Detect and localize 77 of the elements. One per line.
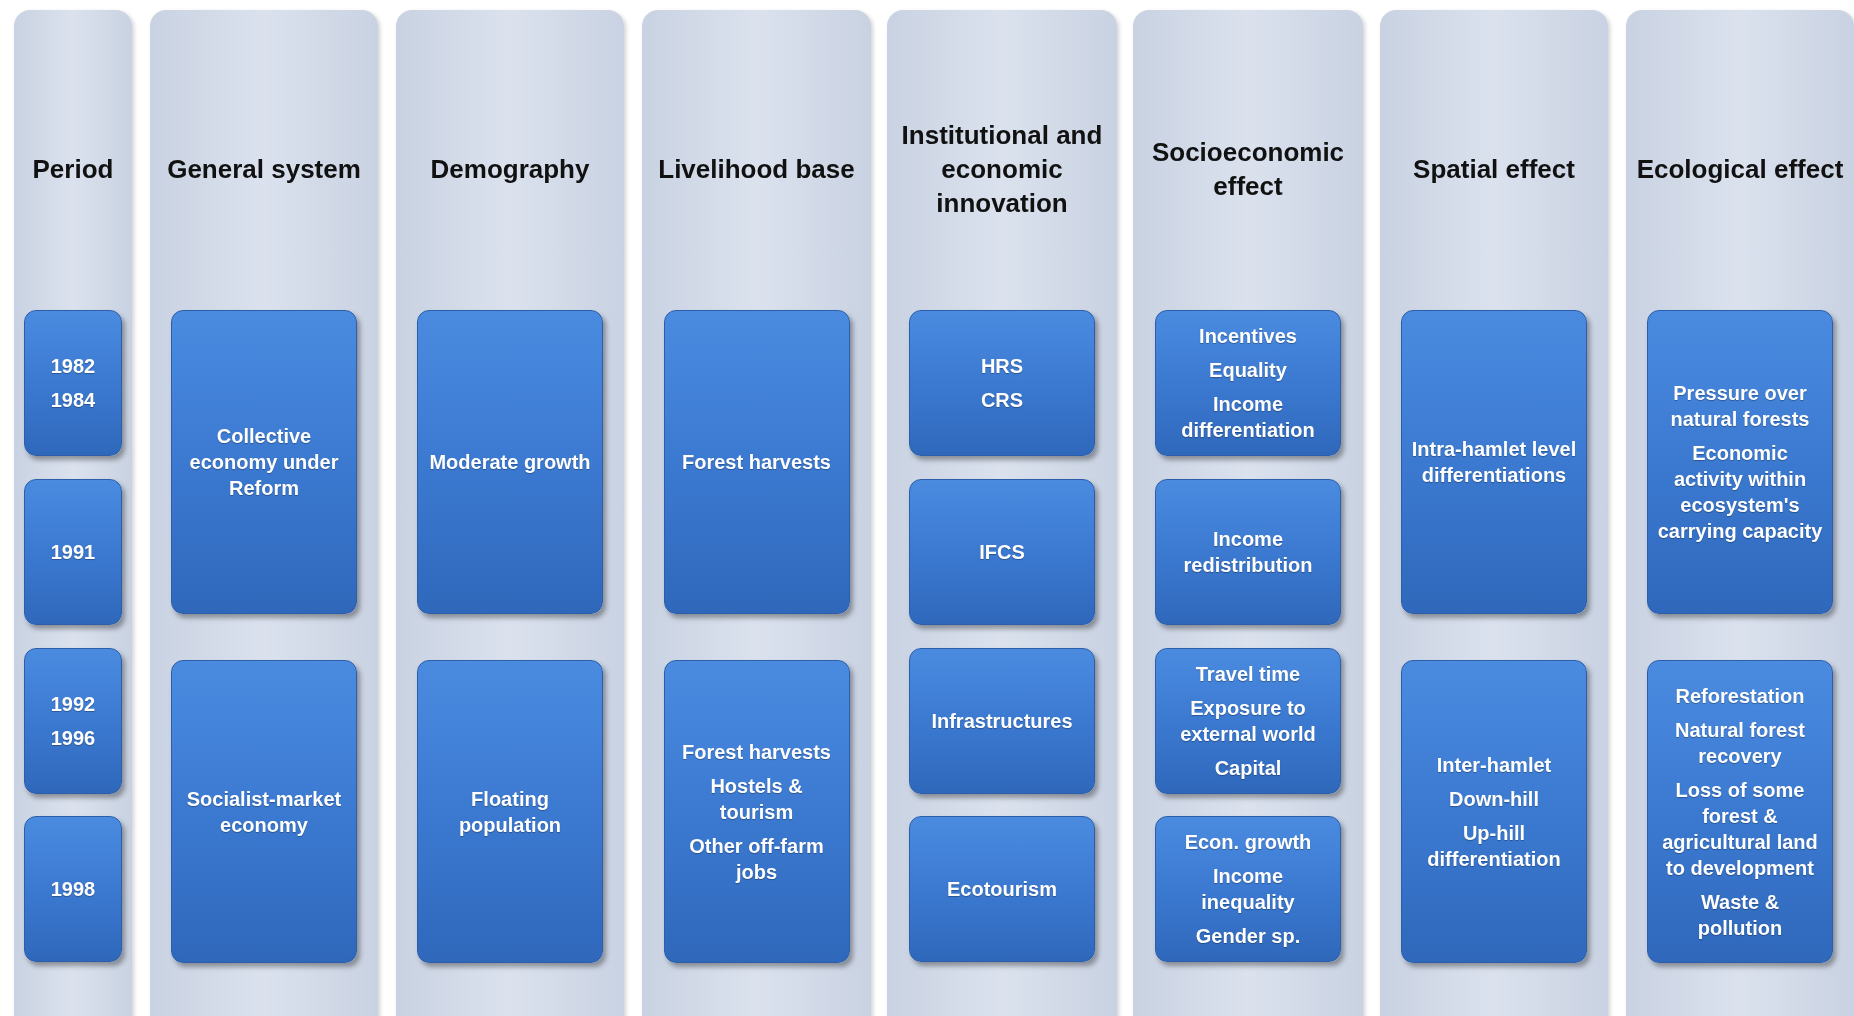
box-text: Down-hill	[1449, 786, 1539, 812]
box-text: Gender sp.	[1195, 924, 1301, 949]
box-text: Equality	[1209, 358, 1287, 383]
rounded-box	[909, 310, 1095, 456]
column-heading: Spatial effect	[1412, 153, 1576, 187]
rounded-box	[24, 479, 122, 625]
rounded-box	[1647, 310, 1833, 614]
box-text: Travel time	[1195, 662, 1301, 687]
column-band	[1133, 10, 1363, 1016]
box-text: Intra-hamlet level differentiations	[1410, 437, 1578, 488]
rounded-box	[909, 648, 1095, 794]
box-text: Incentives	[1199, 324, 1297, 349]
column-band	[887, 10, 1117, 1016]
box-text: CRS	[980, 388, 1024, 413]
box-text: Other off-farm jobs	[688, 833, 825, 885]
box-text: Forest harvests	[682, 739, 831, 765]
box-text: Waste & pollution	[1696, 889, 1784, 941]
rounded-box	[417, 310, 603, 614]
box-text: Income differentiation	[1180, 392, 1316, 443]
column-heading: Livelihood base	[657, 153, 856, 187]
box-text: IFCS	[979, 540, 1025, 565]
box-text: Loss of some forest & agricultural land to development	[1661, 777, 1819, 881]
box-text: 1992	[50, 692, 96, 717]
box-text: HRS	[980, 354, 1024, 379]
column-heading: General system	[166, 153, 362, 187]
rounded-box	[1155, 648, 1341, 794]
rounded-box	[1401, 310, 1587, 614]
rounded-box	[1155, 816, 1341, 962]
box-text: Pressure over natural forests	[1669, 381, 1811, 432]
box-text: Ecotourism	[947, 877, 1057, 902]
rounded-box	[663, 310, 850, 614]
box-text: Hostels & tourism	[709, 773, 804, 825]
box-text: Floating population	[457, 786, 563, 838]
column-band	[1380, 10, 1608, 1016]
box-text: 1982	[50, 354, 96, 379]
column-heading: Institutional and economic innovation	[900, 119, 1104, 220]
rounded-box	[171, 310, 357, 614]
rounded-box	[1155, 310, 1341, 456]
column-band	[396, 10, 624, 1016]
rounded-box	[1155, 479, 1341, 625]
box-text: Reforestation	[1675, 683, 1805, 709]
column-band	[150, 10, 378, 1016]
rounded-box	[417, 660, 603, 963]
column-heading: Demography	[429, 153, 591, 187]
box-text: Up-hill differentiation	[1426, 820, 1562, 872]
box-text: 1996	[50, 726, 96, 751]
box-text: Exposure to external world	[1179, 696, 1317, 747]
column-heading: Ecological effect	[1635, 153, 1845, 187]
rounded-box	[24, 310, 122, 456]
column-heading: Socioeconomic effect	[1150, 136, 1346, 203]
box-text: Infrastructures	[931, 709, 1073, 734]
box-text: 1998	[50, 877, 96, 902]
box-text: 1984	[50, 388, 96, 413]
box-text: Income inequality	[1200, 864, 1296, 915]
box-text: Capital	[1214, 756, 1282, 781]
rounded-box	[1647, 660, 1833, 963]
rounded-box	[171, 660, 357, 963]
rounded-box	[663, 660, 850, 963]
rounded-box	[24, 648, 122, 794]
box-text: Collective economy under Reform	[188, 424, 340, 501]
column-heading: Period	[31, 153, 115, 187]
box-text: Moderate growth	[429, 450, 591, 475]
column-band	[642, 10, 871, 1016]
box-text: Income redistribution	[1182, 527, 1314, 578]
box-text: Econ. growth	[1184, 830, 1312, 855]
box-text: Natural forest recovery	[1674, 717, 1806, 769]
column-band	[14, 10, 132, 1016]
box-text: Economic activity within ecosystem's carrying capacity	[1656, 441, 1824, 544]
rounded-box	[909, 479, 1095, 625]
box-text: Socialist-market economy	[185, 786, 343, 838]
box-text: 1991	[50, 540, 96, 565]
rounded-box	[909, 816, 1095, 962]
column-band	[1626, 10, 1854, 1016]
box-text: Forest harvests	[682, 450, 831, 475]
box-text: Inter-hamlet	[1436, 752, 1552, 778]
rounded-box	[24, 816, 122, 962]
rounded-box	[1401, 660, 1587, 963]
